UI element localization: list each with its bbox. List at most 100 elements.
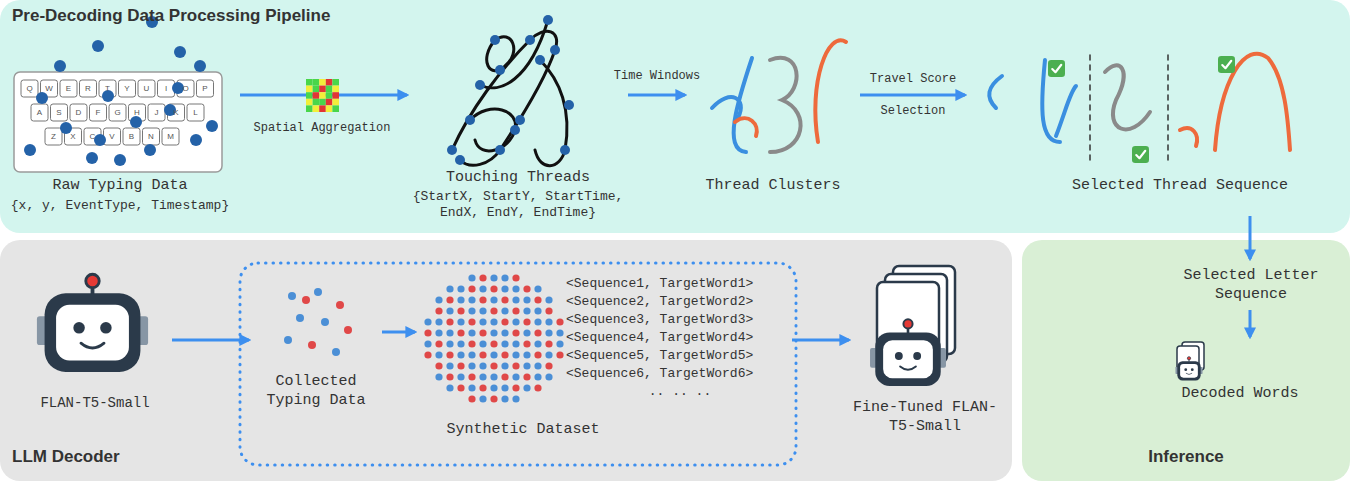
data-dot: [468, 395, 475, 402]
key-letter: T: [99, 83, 116, 94]
heat-cell: [326, 92, 333, 99]
stage-label: {x, y, EventType, Timestamp}: [2, 198, 238, 214]
data-dot: [534, 362, 541, 369]
circle-part: [54, 60, 66, 72]
data-dot: [424, 351, 431, 358]
data-dot: [457, 318, 464, 325]
stage-label: Thread Clusters: [688, 176, 858, 195]
data-dot: [435, 351, 442, 358]
key-letter: Q: [21, 83, 38, 94]
key-cap: [162, 128, 179, 145]
line-part: [1167, 55, 1169, 162]
data-dot: [457, 351, 464, 358]
stage-label: .. .. ..: [620, 384, 740, 400]
heat-cell: [326, 105, 333, 112]
circle-part: [130, 116, 142, 128]
data-dot: [468, 340, 475, 347]
data-dot: [490, 340, 497, 347]
edge-label: Time Windows: [601, 68, 713, 84]
key-letter: V: [104, 131, 121, 142]
circle-part: [36, 92, 48, 104]
heat-cell: [313, 86, 320, 93]
data-dot: [545, 329, 552, 336]
stage-label: Fine-Tuned FLAN-T5-Small: [852, 398, 998, 436]
data-dot: [468, 384, 475, 391]
circle-part: [308, 341, 316, 349]
key-letter: X: [65, 131, 82, 142]
data-dot: [512, 329, 519, 336]
path-part: [470, 109, 516, 151]
stage-label: {StartX, StartY, StartTime, EndX, EndY, …: [410, 189, 626, 221]
check-marks: [1048, 56, 1235, 163]
key-cap: [119, 80, 136, 97]
circle-part: [510, 125, 520, 135]
data-dot: [534, 340, 541, 347]
data-dot: [512, 373, 519, 380]
touching-threads-art: [452, 20, 567, 166]
key-letter: P: [197, 83, 214, 94]
process-stage: Decoded Words: [1165, 340, 1315, 410]
data-dot: [435, 307, 442, 314]
heat-cell: [306, 86, 313, 93]
stage-label: <Sequence5, TargetWord5>: [566, 348, 786, 364]
data-dot: [457, 296, 464, 303]
key-letter: S: [51, 107, 68, 118]
data-dot: [468, 318, 475, 325]
data-dot: [435, 373, 442, 380]
data-dot: [512, 384, 519, 391]
key-cap: [148, 104, 165, 121]
rect-part: [14, 72, 222, 172]
data-dot: [534, 351, 541, 358]
flow-arrow: [172, 339, 249, 342]
data-dot: [501, 329, 508, 336]
stage-label: FLAN-T5-Small: [20, 394, 170, 412]
data-dot: [545, 373, 552, 380]
section-panel: InferenceSelected Letter SequenceDecoded…: [1022, 240, 1350, 481]
data-dot: [446, 285, 453, 292]
process-stage: Selected Thread Sequence: [968, 14, 1344, 214]
key-letter: Y: [119, 83, 136, 94]
data-dot: [468, 373, 475, 380]
key-cap: [158, 80, 175, 97]
data-dot: [468, 351, 475, 358]
data-dot: [446, 340, 453, 347]
circle-part: [550, 45, 560, 55]
key-letter: D: [70, 107, 87, 118]
data-dot: [468, 285, 475, 292]
data-dot: [435, 318, 442, 325]
process-stage: <Sequence1, TargetWord1><Sequence2, Targ…: [418, 268, 790, 450]
stage-label: <Sequence4, TargetWord4>: [566, 330, 786, 346]
stage-label: Touching Threads: [410, 168, 626, 187]
key-cap: [197, 80, 214, 97]
data-dot: [446, 296, 453, 303]
data-dot: [512, 285, 519, 292]
heat-cell: [332, 79, 339, 86]
circle-part: [288, 292, 296, 300]
data-dot: [534, 307, 541, 314]
path-part: [815, 40, 846, 142]
key-cap: [109, 104, 126, 121]
touch-dots: [24, 16, 218, 166]
key-letter: C: [84, 131, 101, 142]
flow-arrow: [382, 331, 415, 334]
data-dot: [490, 307, 497, 314]
circle-part: [447, 145, 457, 155]
heat-cell: [326, 99, 333, 106]
data-dot: [479, 307, 486, 314]
selected-threads-art: [989, 54, 1290, 162]
data-dot: [424, 318, 431, 325]
data-dot: [523, 362, 530, 369]
data-dot: [479, 329, 486, 336]
key-letter: R: [80, 83, 97, 94]
path-part: [452, 31, 557, 165]
flow-arrow: [1249, 310, 1252, 337]
data-dot: [556, 318, 563, 325]
data-dot: [446, 351, 453, 358]
data-dot: [446, 373, 453, 380]
key-cap: [90, 104, 107, 121]
data-dot: [523, 285, 530, 292]
circle-part: [144, 144, 156, 156]
circle-part: [174, 46, 186, 58]
data-dot: [545, 296, 552, 303]
data-dot: [468, 296, 475, 303]
